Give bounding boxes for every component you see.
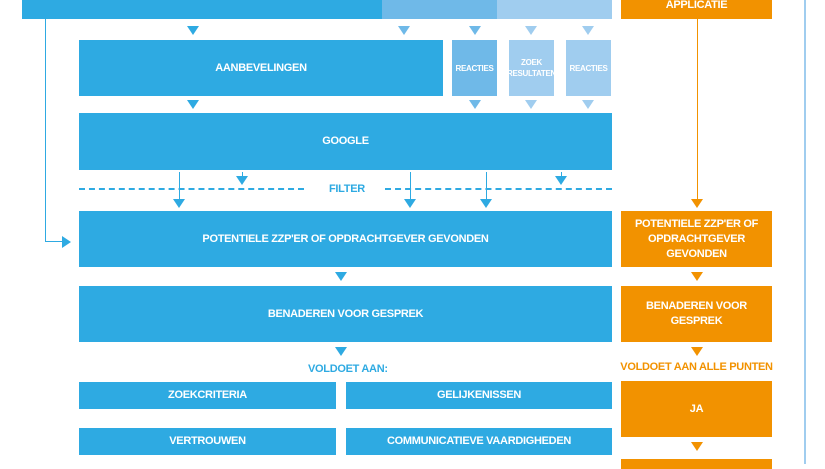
- filter-label: FILTER: [329, 183, 365, 195]
- arrow-down-icon: [691, 442, 703, 451]
- found-label: POTENTIELE ZZP'ER OF OPDRACHTGEVER GEVON…: [202, 232, 489, 245]
- arrow-down-icon: [480, 199, 492, 208]
- criteria-label: ZOEKCRITERIA: [168, 389, 247, 401]
- arrow-down-icon: [187, 100, 199, 109]
- criteria-zoekcriteria: ZOEKCRITERIA: [79, 382, 336, 409]
- criteria-gelijkenissen: GELIJKENISSEN: [346, 382, 612, 409]
- criteria-label: GELIJKENISSEN: [436, 389, 522, 401]
- approach-box: BENADEREN VOOR GESPREK: [79, 286, 612, 342]
- top-bar-segment-light: [497, 0, 612, 19]
- arrow-down-icon: [187, 26, 199, 35]
- arrow-right-icon: [62, 236, 71, 248]
- arrow-down-icon: [525, 100, 537, 109]
- orange-top-box: APPLICATIE: [621, 0, 772, 19]
- arrow-down-icon: [691, 199, 703, 208]
- arrow-down-icon: [173, 199, 185, 208]
- left-connector-line: [45, 19, 46, 242]
- approach-label: BENADEREN VOOR GESPREK: [267, 307, 424, 320]
- orange-next-box: [621, 459, 772, 469]
- arrow-down-icon: [236, 176, 248, 185]
- zoekresultaten-box: ZOEK RESULTATEN: [507, 40, 556, 96]
- aanbevelingen-label: AANBEVELINGEN: [215, 61, 307, 74]
- arrow-down-icon: [469, 100, 481, 109]
- reacties-label: REACTIES: [455, 63, 494, 73]
- reacties-box-2: REACTIES: [566, 40, 611, 96]
- google-label: GOOGLE: [322, 135, 369, 147]
- orange-approach-label: BENADEREN VOOR GESPREK: [646, 300, 747, 327]
- orange-top-label: APPLICATIE: [665, 0, 728, 11]
- arrow-down-icon: [555, 176, 567, 185]
- arrow-down-icon: [691, 272, 703, 281]
- criteria-title: VOLDOET AAN:: [308, 363, 388, 375]
- filter-connector: [486, 172, 487, 200]
- orange-approach-box: BENADEREN VOOR GESPREK: [621, 286, 772, 342]
- orange-found-box: POTENTIELE ZZP'ER OF OPDRACHTGEVER GEVON…: [621, 211, 772, 267]
- arrow-down-icon: [404, 199, 416, 208]
- zoekresultaten-label: ZOEK RESULTATEN: [507, 58, 556, 78]
- top-bar-segment-main: [22, 0, 382, 19]
- arrow-down-icon: [582, 100, 594, 109]
- reacties-box: REACTIES: [452, 40, 497, 96]
- orange-yes-label: JA: [689, 402, 704, 415]
- criteria-label: COMMUNICATIEVE VAARDIGHEDEN: [387, 435, 571, 447]
- top-bar-segment-mid: [382, 0, 497, 19]
- arrow-down-icon: [335, 272, 347, 281]
- found-box: POTENTIELE ZZP'ER OF OPDRACHTGEVER GEVON…: [79, 211, 612, 267]
- arrow-down-icon: [335, 347, 347, 356]
- orange-all-points-label: VOLDOET AAN ALLE PUNTEN: [620, 361, 773, 373]
- google-box: GOOGLE: [79, 113, 612, 170]
- arrow-down-icon: [582, 26, 594, 35]
- filter-connector: [179, 172, 180, 200]
- arrow-down-icon: [469, 26, 481, 35]
- orange-connector-line: [697, 19, 698, 201]
- criteria-vertrouwen: VERTROUWEN: [79, 428, 336, 455]
- arrow-down-icon: [525, 26, 537, 35]
- filter-line-left: [79, 188, 304, 190]
- aanbevelingen-box: AANBEVELINGEN: [79, 40, 443, 96]
- criteria-label: VERTROUWEN: [169, 435, 246, 447]
- reacties-label-2: REACTIES: [569, 63, 608, 73]
- right-connector-line: [804, 0, 806, 464]
- orange-found-label: POTENTIELE ZZP'ER OF OPDRACHTGEVER GEVON…: [634, 217, 759, 260]
- criteria-communicatieve-vaardigheden: COMMUNICATIEVE VAARDIGHEDEN: [346, 428, 612, 455]
- filter-connector: [410, 172, 411, 200]
- arrow-down-icon: [398, 26, 410, 35]
- left-connector-line-h: [45, 241, 65, 242]
- filter-line-right: [385, 188, 612, 190]
- orange-yes-box: JA: [621, 381, 772, 437]
- arrow-down-icon: [691, 347, 703, 356]
